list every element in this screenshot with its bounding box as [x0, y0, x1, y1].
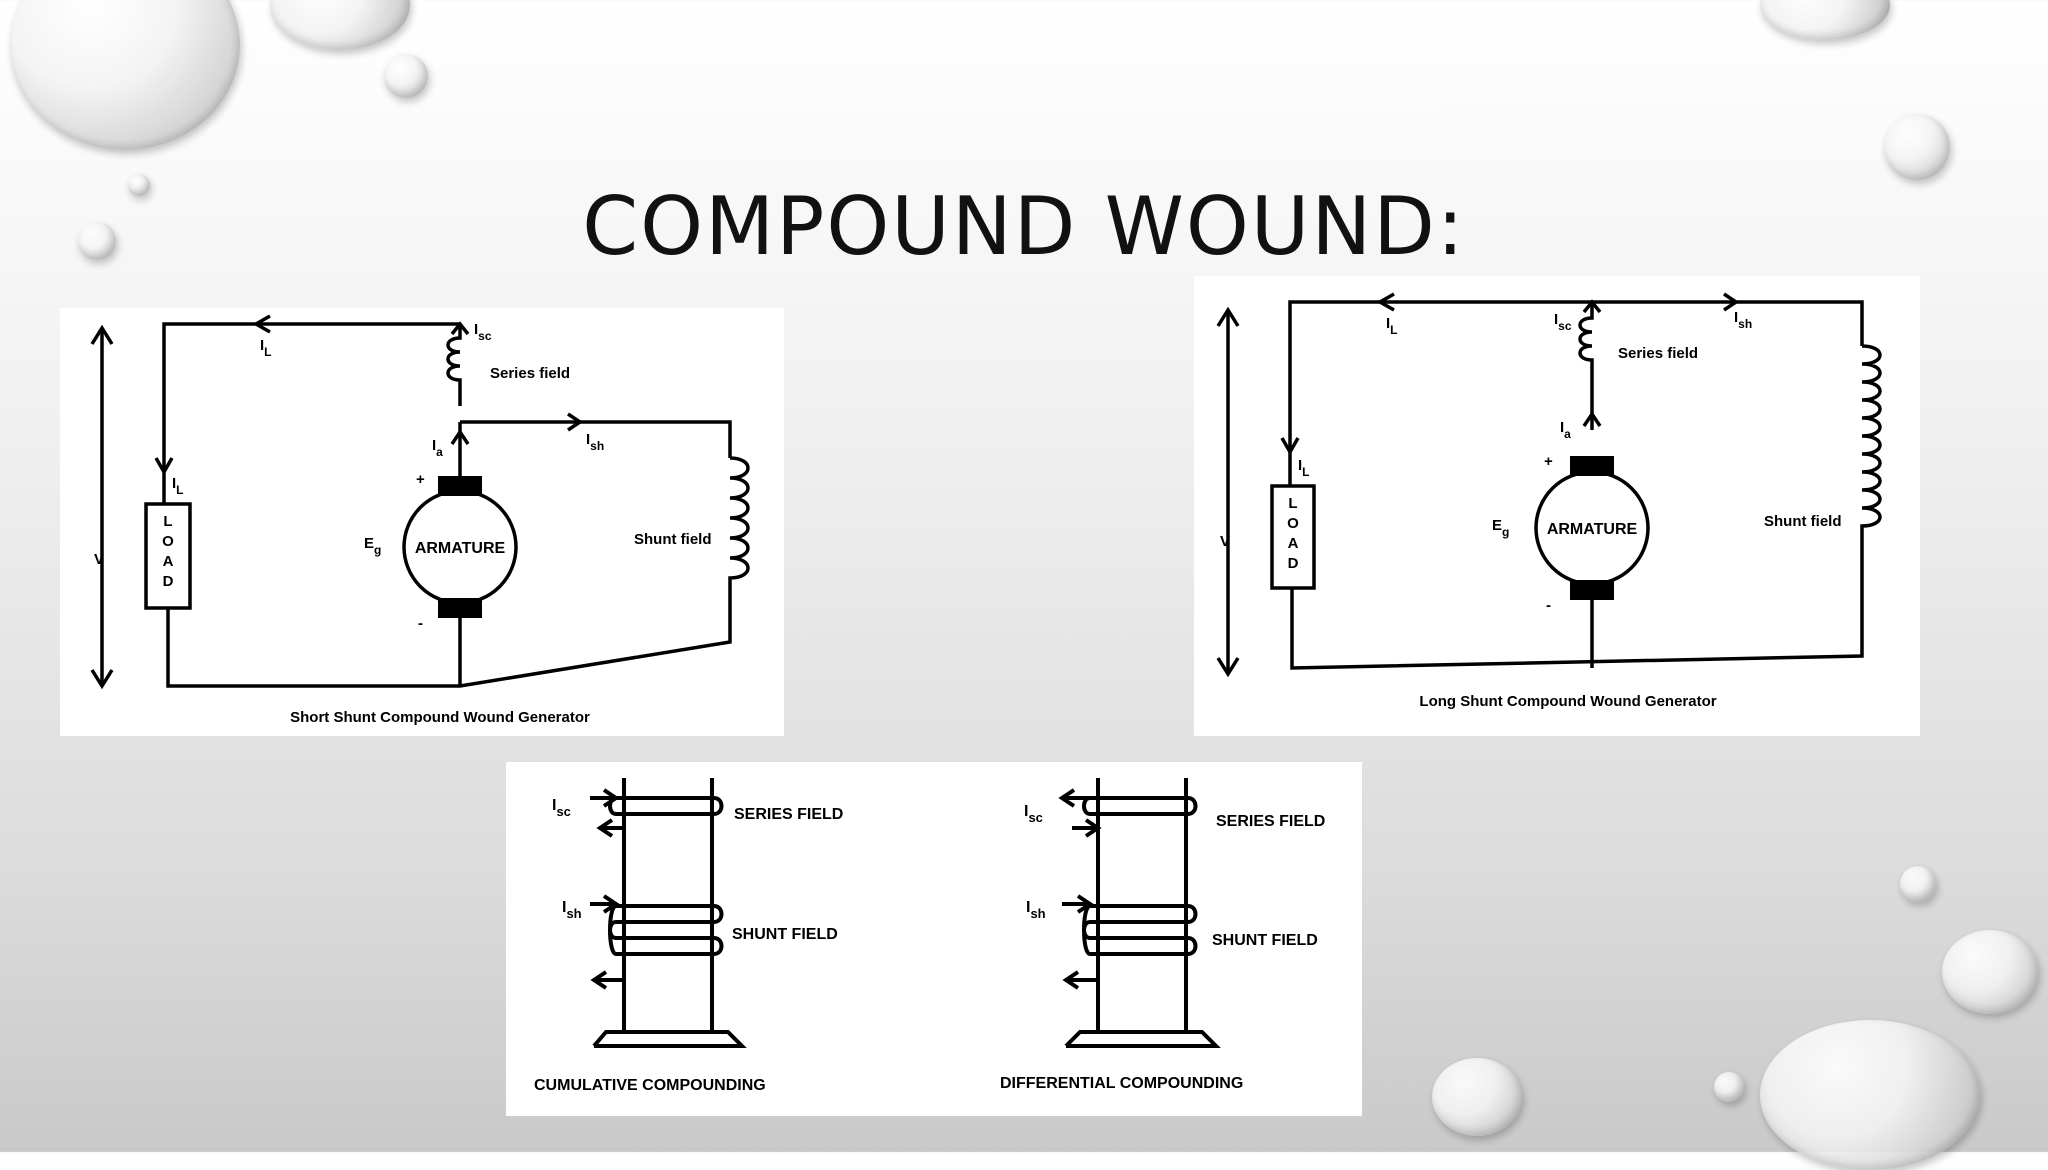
water-drop-decoration: [78, 222, 116, 260]
series-field-label: Series field: [490, 365, 570, 382]
eg-label: Eg: [364, 535, 381, 557]
il-label-top: IL: [260, 337, 272, 359]
load-letter: D: [1288, 555, 1299, 572]
armature-label: ARMATURE: [415, 540, 506, 557]
isc-label: Isc: [1024, 803, 1043, 825]
differential-caption: DIFFERENTIAL COMPOUNDING: [1000, 1075, 1243, 1092]
long-shunt-circuit: ARMATURE L O A D Series field Shunt fiel…: [1216, 292, 1882, 710]
brush-top: [438, 476, 482, 496]
water-drop-decoration: [1760, 0, 1890, 40]
water-drop-decoration: [384, 54, 428, 98]
water-drop-decoration: [128, 174, 150, 196]
water-drop-decoration: [1884, 114, 1950, 180]
water-drop-decoration: [10, 0, 240, 150]
series-field-coil: [446, 324, 462, 406]
load-letter: O: [162, 533, 174, 550]
ia-arrow: [450, 428, 470, 445]
il-label-side: IL: [172, 475, 184, 497]
long-shunt-caption: Long Shunt Compound Wound Generator: [1419, 693, 1716, 710]
load-letter: D: [163, 573, 174, 590]
slide-title: COMPOUND WOUND:: [582, 180, 1466, 273]
water-drop-decoration: [1900, 866, 1936, 902]
ia-arrow: [1582, 410, 1602, 427]
cumulative-caption: CUMULATIVE COMPOUNDING: [534, 1077, 766, 1094]
top-wire: [1288, 300, 1864, 486]
brush-top: [1570, 456, 1614, 476]
load-box: [144, 502, 192, 610]
plus-label: +: [1544, 453, 1553, 470]
long-shunt-diagram: ARMATURE L O A D Series field Shunt fiel…: [1194, 276, 1920, 736]
shunt-field-coil: [1290, 344, 1882, 670]
water-drop-decoration: [1432, 1058, 1522, 1136]
compounding-figure: Isc Ish SERIES FIELD SHUNT FIELD CUMULAT…: [534, 778, 1325, 1094]
shunt-field-coil: [166, 456, 750, 688]
isc-arrow: [450, 321, 470, 336]
series-field-label: Series field: [1618, 345, 1698, 362]
water-drop-decoration: [1760, 1020, 1980, 1170]
minus-label: -: [1546, 597, 1551, 614]
load-letter: L: [163, 513, 172, 530]
differential-core: [1058, 778, 1221, 1048]
plus-label: +: [416, 471, 425, 488]
il-arrow-down: [1280, 437, 1300, 456]
armature-label: ARMATURE: [1547, 521, 1638, 538]
shunt-field-label: Shunt field: [634, 531, 712, 548]
load-box: [1270, 484, 1316, 590]
water-drop-decoration: [1714, 1072, 1744, 1102]
isc-label: Isc: [1554, 311, 1572, 333]
series-field-label: SERIES FIELD: [734, 806, 843, 823]
isc-label: Isc: [552, 797, 571, 819]
ish-label: Ish: [562, 899, 582, 921]
ia-label: Ia: [432, 437, 443, 459]
series-field-coil: [1578, 302, 1594, 430]
il-arrow-top: [1376, 292, 1395, 312]
brush-bottom: [438, 598, 482, 618]
top-wire: [162, 322, 460, 504]
voltage-label: V: [94, 551, 104, 568]
cumulative-core: [590, 778, 747, 1048]
shunt-field-label: SHUNT FIELD: [1212, 932, 1318, 949]
ish-label: Ish: [1026, 899, 1046, 921]
ish-arrow: [1723, 292, 1740, 312]
load-letter: L: [1288, 495, 1297, 512]
ish-arrow: [567, 412, 584, 432]
shunt-branch-wire: [460, 420, 732, 458]
ish-label: Ish: [586, 431, 604, 453]
isc-arrow: [1582, 299, 1602, 314]
il-arrow-down: [154, 457, 174, 476]
compounding-diagram: Isc Ish SERIES FIELD SHUNT FIELD CUMULAT…: [506, 762, 1362, 1116]
short-shunt-caption: Short Shunt Compound Wound Generator: [290, 709, 590, 726]
ish-label: Ish: [1734, 309, 1752, 331]
brush-bottom: [1570, 580, 1614, 600]
ia-label: Ia: [1560, 419, 1571, 441]
il-label-top: IL: [1386, 315, 1398, 337]
short-shunt-diagram: ARMATURE L O A D Series field Shunt fiel…: [60, 308, 784, 736]
load-letter: A: [163, 553, 174, 570]
eg-label: Eg: [1492, 517, 1509, 539]
voltage-label: V: [1220, 533, 1230, 550]
water-drop-decoration: [1942, 930, 2038, 1014]
isc-label: Isc: [474, 321, 492, 343]
shunt-field-label: SHUNT FIELD: [732, 926, 838, 943]
shunt-field-label: Shunt field: [1764, 513, 1842, 530]
load-letter: O: [1287, 515, 1299, 532]
load-letter: A: [1288, 535, 1299, 552]
minus-label: -: [418, 615, 423, 632]
il-label-side: IL: [1298, 457, 1310, 479]
il-arrow-top: [252, 314, 271, 334]
series-field-label: SERIES FIELD: [1216, 813, 1325, 830]
short-shunt-circuit: ARMATURE L O A D Series field Shunt fiel…: [90, 314, 750, 726]
water-drop-decoration: [270, 0, 410, 50]
